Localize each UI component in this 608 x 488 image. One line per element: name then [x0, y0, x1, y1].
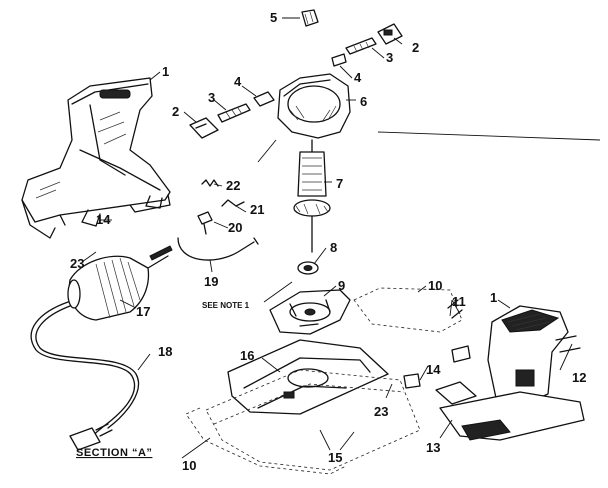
callout-11: 11: [452, 294, 466, 309]
callout-labels: 1 2 3 4 5 2 3 4 6 7 8 9 10 11 1 12 13 14…: [70, 10, 586, 473]
callout-7: 7: [336, 176, 343, 191]
abrasive-paper-part: [185, 407, 347, 475]
callout-13: 13: [426, 440, 440, 455]
power-cord-part: [30, 301, 139, 451]
divider-line: [377, 131, 601, 141]
bearing-part: [297, 261, 319, 275]
callout-21: 21: [250, 202, 264, 217]
callout-15: 15: [328, 450, 342, 465]
brush-cap-left-part: [253, 91, 275, 107]
callout-10-right: 10: [428, 278, 442, 293]
housing-left-part: [21, 77, 171, 239]
callout-14-right: 14: [426, 362, 441, 377]
brush-right-part: [345, 37, 377, 55]
callout-6: 6: [360, 94, 367, 109]
callout-14-left: 14: [96, 212, 111, 227]
brush-left-part: [217, 103, 251, 123]
callout-4-right: 4: [354, 70, 362, 85]
callout-1-right: 1: [490, 290, 497, 305]
section-label: SECTION “A”: [76, 447, 152, 459]
callout-3-left: 3: [208, 90, 215, 105]
clamp-part-right: [353, 287, 463, 333]
callout-2-right: 2: [412, 40, 419, 55]
callout-19: 19: [204, 274, 218, 289]
fan-part: [269, 289, 351, 335]
armature-part: [293, 139, 331, 253]
callout-3-right: 3: [386, 50, 393, 65]
callout-23-right: 23: [374, 404, 388, 419]
lead-wire-part: [177, 237, 259, 261]
callout-1-left: 1: [162, 64, 169, 79]
callout-23-left: 23: [70, 256, 84, 271]
brush-cap-right-part: [331, 53, 347, 67]
callout-22: 22: [226, 178, 240, 193]
brush-holder-left-part: [189, 117, 219, 139]
pad-part: [205, 369, 421, 471]
callout-8: 8: [330, 240, 337, 255]
switch-part: [197, 211, 213, 235]
screw-cap-part: [301, 9, 319, 27]
field-assembly-part: [257, 73, 351, 163]
callout-5: 5: [270, 10, 277, 25]
callout-12: 12: [572, 370, 586, 385]
callout-4-left: 4: [234, 74, 242, 89]
screws-part: [447, 299, 581, 353]
housing-right-part: [403, 305, 585, 441]
callout-2-left: 2: [172, 104, 179, 119]
callout-9: 9: [338, 278, 345, 293]
see-note-label: SEE NOTE 1: [202, 301, 250, 310]
leader-lines: [81, 17, 573, 459]
callout-17: 17: [136, 304, 150, 319]
callout-18: 18: [158, 344, 172, 359]
callout-16: 16: [240, 348, 254, 363]
callout-10-left: 10: [182, 458, 196, 473]
switch-lever-part: [221, 199, 245, 207]
spring-part: [201, 179, 219, 187]
callout-20: 20: [228, 220, 242, 235]
base-part: [227, 339, 389, 415]
